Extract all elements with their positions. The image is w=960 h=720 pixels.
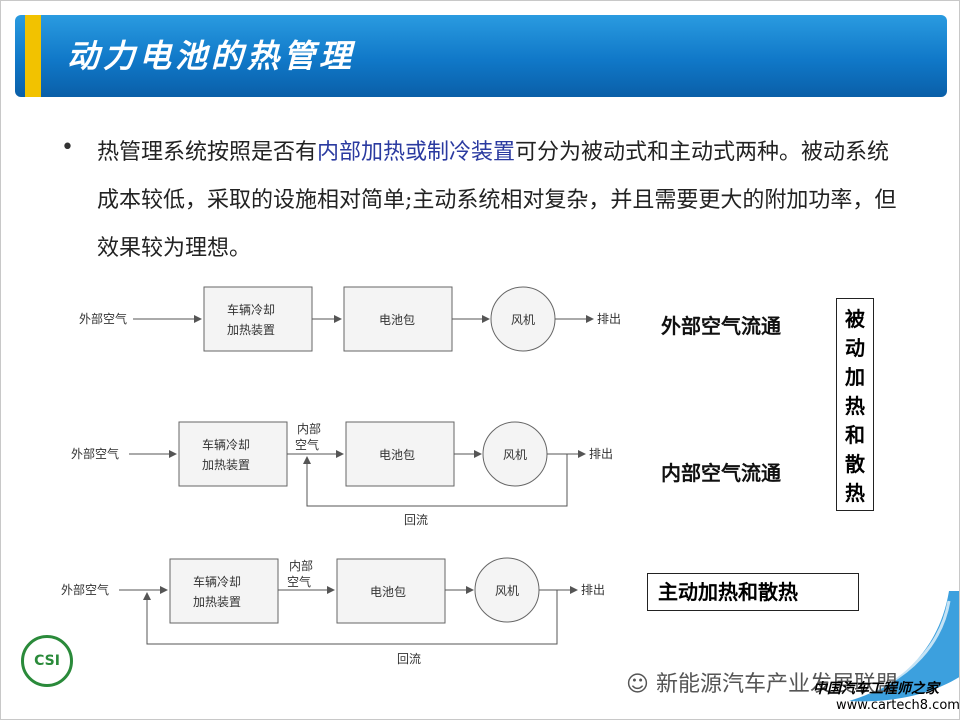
title-bar (15, 15, 947, 97)
label-external-airflow: 外部空气流通 (661, 314, 781, 338)
d1-output-label: 排出 (597, 312, 621, 326)
d3-mid-line2: 空气 (287, 574, 311, 589)
passive-char: 加 (845, 365, 865, 389)
diagram-2: 外部空气 车辆冷却 加热装置 内部 空气 电池包 风机 排出 回流 (71, 421, 613, 527)
passive-char: 热 (845, 394, 865, 418)
d3-box-battery (336, 558, 446, 624)
d3-mid-line1: 内部 (289, 558, 313, 573)
passive-char: 散 (845, 452, 865, 476)
d1-box1-line1: 车辆冷却 (227, 302, 275, 317)
bullet-icon: • (61, 135, 74, 160)
d3-box1-line1: 车辆冷却 (193, 574, 241, 589)
d2-box1-line1: 车辆冷却 (202, 437, 250, 452)
passive-char: 动 (845, 336, 865, 360)
watermark-text: ☺ 新能源汽车产业发展联盟 (626, 666, 898, 698)
d1-input-label: 外部空气 (79, 311, 127, 326)
d2-mid-line2: 空气 (295, 437, 319, 452)
bullet-text: 热管理系统按照是否有内部加热或制冷装置可分为被动式和主动式两种。被动系统成本较低… (97, 129, 907, 273)
d1-fan-label: 风机 (511, 313, 535, 327)
label-internal-airflow: 内部空气流通 (661, 461, 781, 485)
passive-label-box: 被 动 加 热 和 散 热 (836, 298, 874, 511)
csi-logo: CSI (21, 635, 73, 687)
title-accent (25, 15, 41, 97)
d3-output-label: 排出 (581, 583, 605, 597)
d1-box-cooling (203, 286, 313, 352)
active-label-box: 主动加热和散热 (647, 573, 859, 611)
site-name: 中国汽车工程师之家 (813, 681, 939, 697)
passive-char: 被 (845, 307, 865, 331)
passive-char: 和 (845, 423, 865, 447)
slide-title: 动力电池的热管理 (67, 37, 356, 75)
diagram-1: 外部空气 车辆冷却 加热装置 电池包 风机 排出 (79, 286, 621, 352)
d1-box1-line2: 加热装置 (227, 323, 275, 337)
wechat-icon: ☺ (626, 672, 649, 697)
d2-box-cooling (178, 421, 288, 487)
bullet-highlight: 内部加热或制冷装置 (317, 140, 516, 165)
d1-box-battery (343, 286, 453, 352)
page-curl-decoration (849, 591, 959, 702)
d2-return-label: 回流 (404, 513, 428, 527)
d3-fan-label: 风机 (495, 584, 519, 598)
d2-return-line (303, 454, 568, 507)
passive-char: 热 (845, 481, 865, 505)
d2-box1-line2: 加热装置 (202, 458, 250, 472)
d2-output-label: 排出 (589, 447, 613, 461)
d3-return-line (143, 590, 558, 645)
bullet-pre: 热管理系统按照是否有 (97, 140, 318, 165)
d3-box2-label: 电池包 (370, 585, 406, 599)
site-url: www.cartech8.com (836, 698, 960, 713)
d3-box-cooling (169, 558, 279, 624)
d3-input-label: 外部空气 (61, 582, 109, 597)
watermark-label: 新能源汽车产业发展联盟 (655, 672, 898, 697)
d2-mid-line1: 内部 (297, 421, 321, 436)
d2-input-label: 外部空气 (71, 446, 119, 461)
d3-return-label: 回流 (397, 652, 421, 666)
logo-text: CSI (34, 653, 60, 669)
bullet-post: 可分为被动式和主动式两种。被动系统成本较低，采取的设施相对简单;主动系统相对复杂… (97, 140, 897, 261)
d2-box-battery (345, 421, 455, 487)
d2-box2-label: 电池包 (379, 448, 415, 462)
diagram-3: 外部空气 车辆冷却 加热装置 内部 空气 电池包 风机 排出 回流 (61, 557, 605, 666)
d2-fan-label: 风机 (503, 448, 527, 462)
d3-box1-line2: 加热装置 (193, 595, 241, 609)
d1-box2-label: 电池包 (379, 313, 415, 327)
